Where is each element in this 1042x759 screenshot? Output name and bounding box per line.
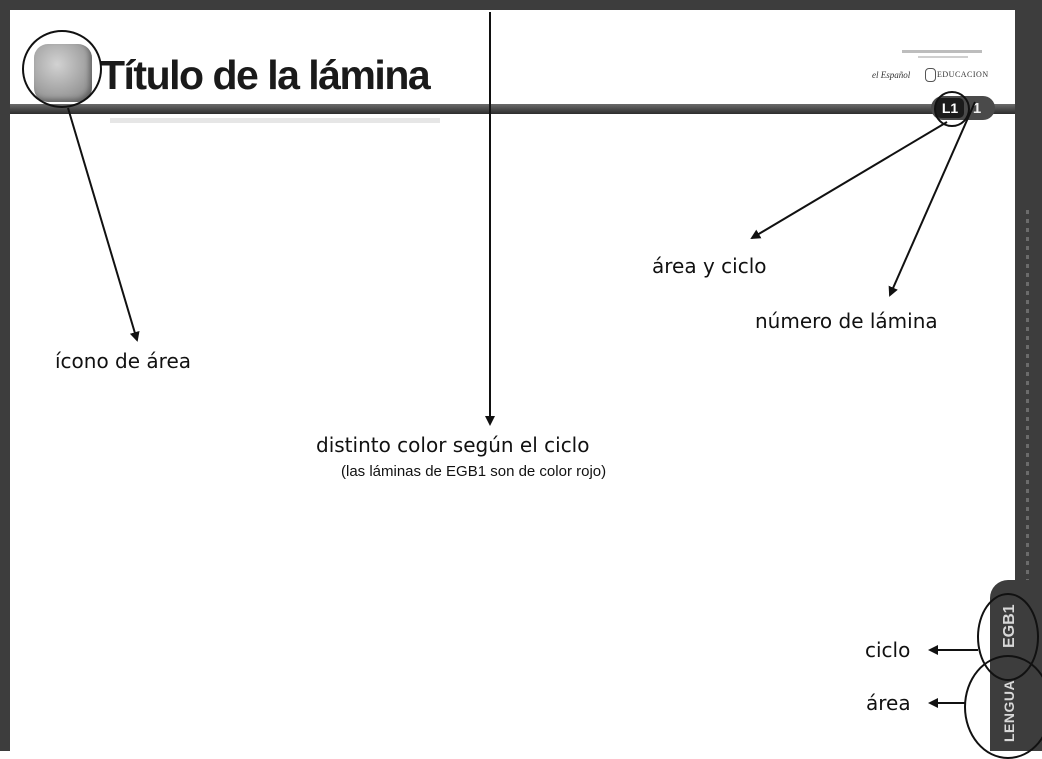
sheet-frame-left [0,0,10,751]
sheet-number: 1 [972,99,982,117]
logo-left: el Español [872,70,911,80]
arrow-area-cycle [750,121,948,240]
subtitle-band [110,118,440,123]
crest-icon [925,68,936,82]
vertical-fine-print [1026,210,1029,590]
area-icon-highlight [22,30,102,108]
label-area-icon: ícono de área [55,349,192,373]
sheet-frame-top [0,0,1042,10]
logo-rule [902,50,982,53]
label-cycle: ciclo [865,638,911,662]
area-cycle-highlight [934,91,970,127]
label-cycle-color-note: (las láminas de EGB1 son de color rojo) [341,463,607,480]
sheet-canvas [10,10,1015,751]
label-area-cycle: área y ciclo [652,254,767,278]
arrow-area-icon [67,107,140,342]
sheet-title: Título de la lámina [100,52,431,98]
label-sheet-number: número de lámina [755,309,938,333]
arrow-sheet-number [888,101,976,297]
title-band [10,104,1015,114]
label-cycle-color: distinto color según el ciclo [316,433,590,457]
logo-rule-2 [918,56,968,58]
logo-right: EDUCACION [937,70,989,79]
label-area: área [866,691,911,715]
